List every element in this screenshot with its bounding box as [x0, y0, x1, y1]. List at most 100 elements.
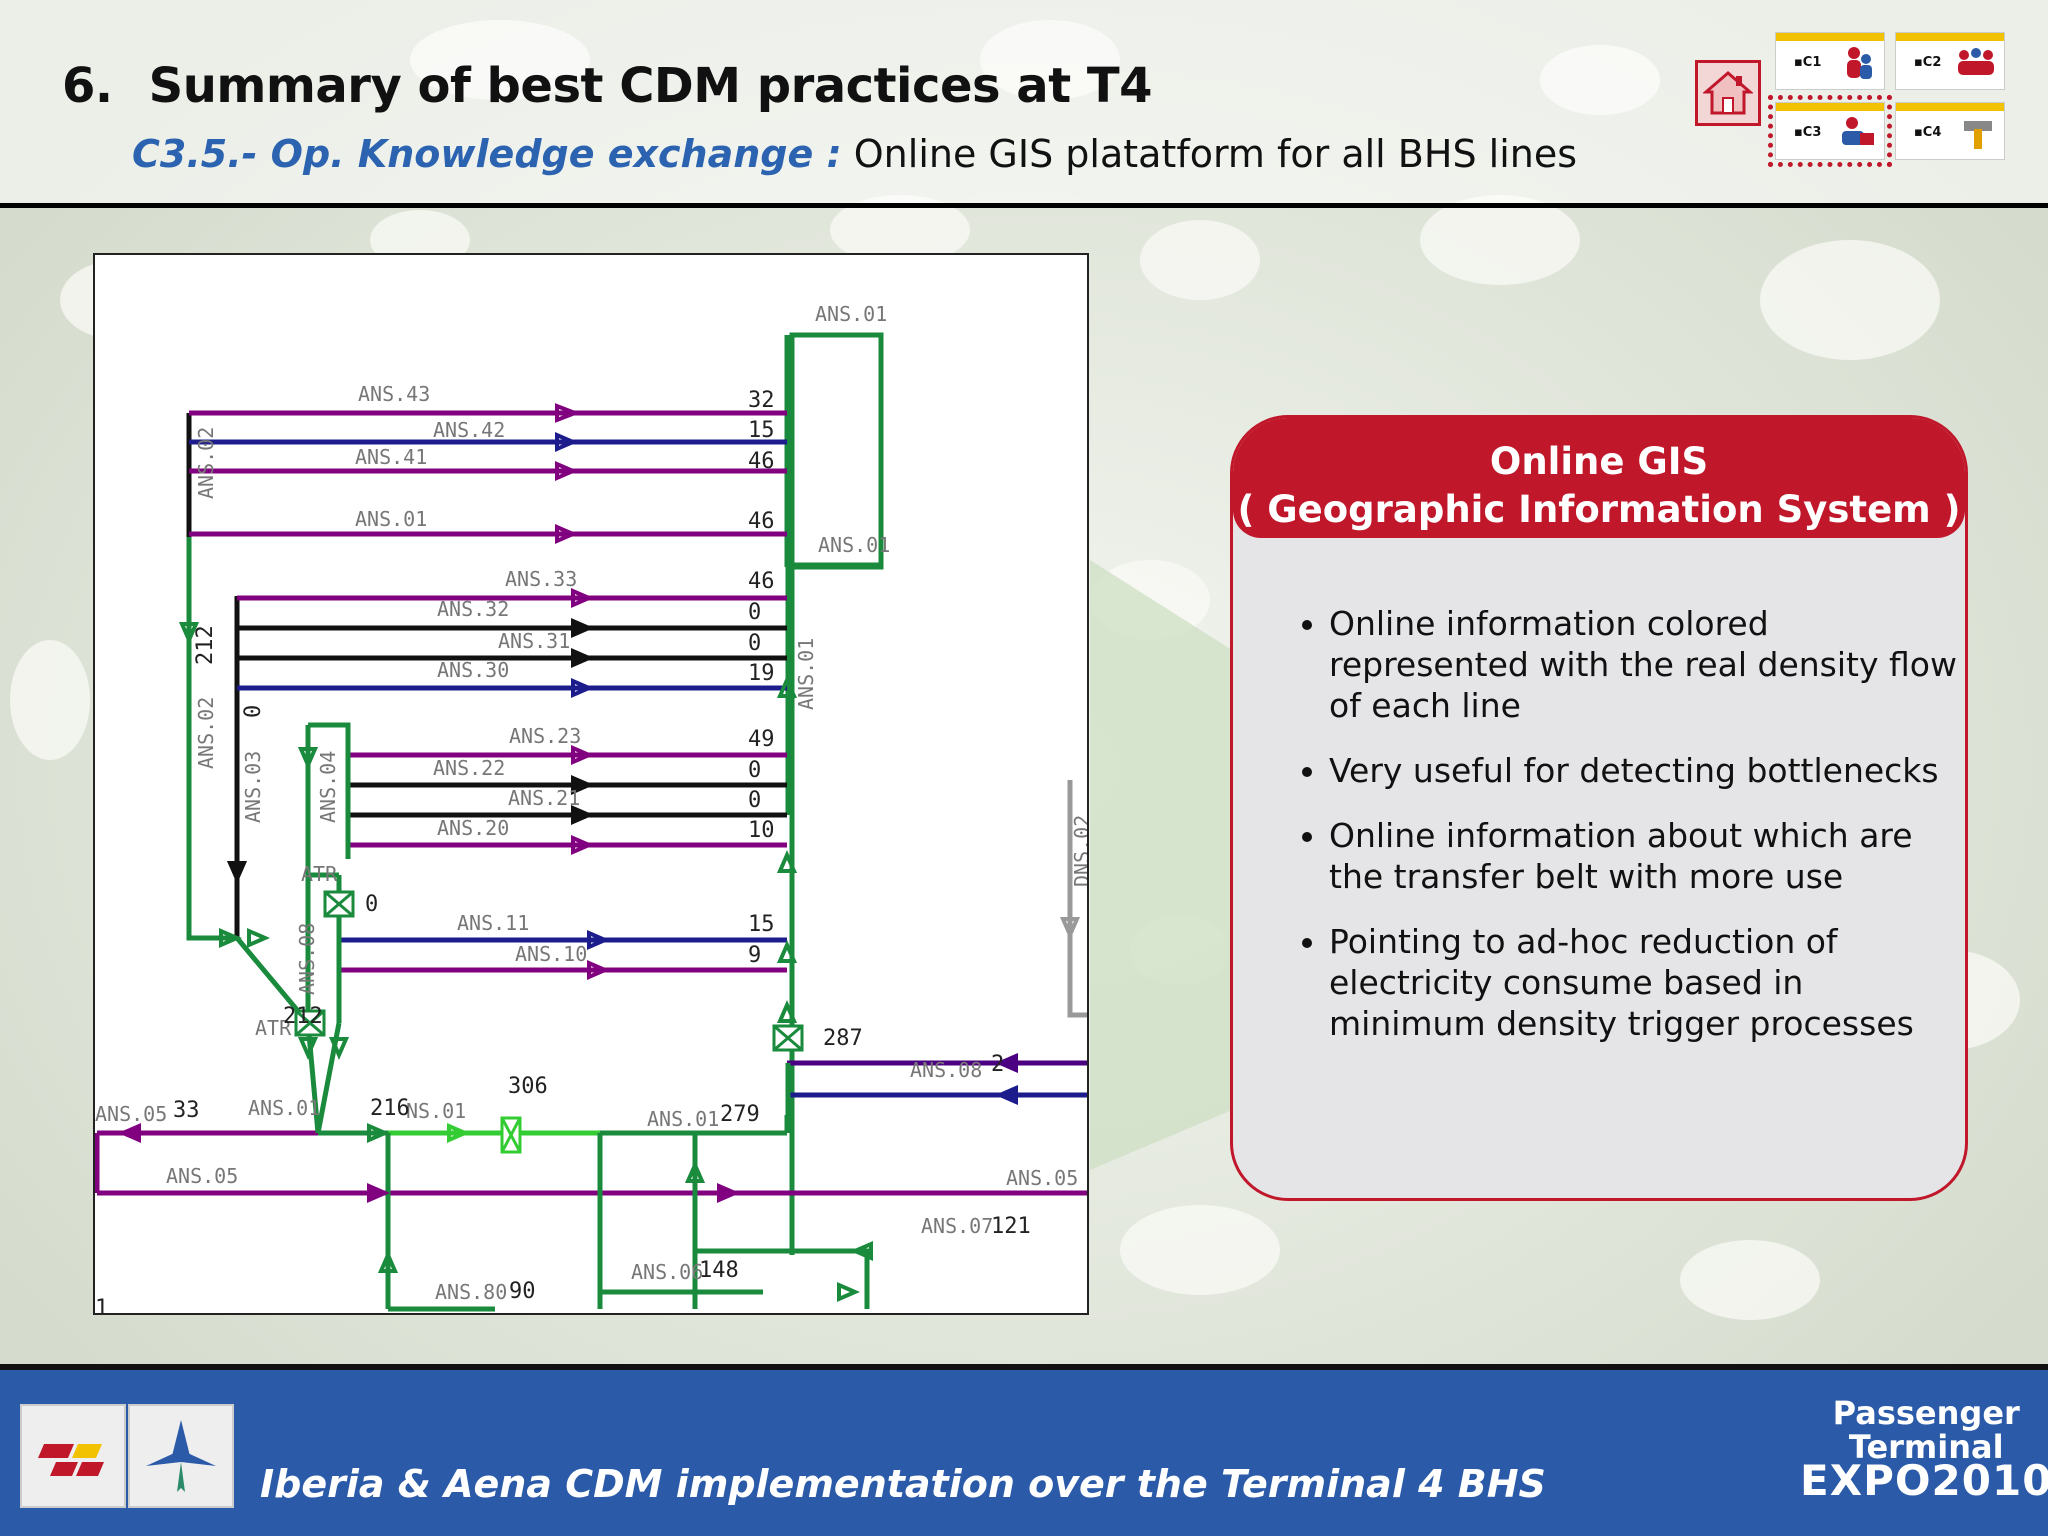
- label-ans20: ANS.20: [437, 816, 509, 840]
- count-212: 212: [193, 625, 218, 665]
- page-title: 6. Summary of best CDM practices at T4: [62, 58, 1152, 114]
- callout-title-line1: Online GIS: [1489, 440, 1709, 483]
- count-2: 2: [991, 1052, 1004, 1077]
- expo-line3: EXPO2010: [1800, 1456, 2048, 1505]
- count-212b: 212: [283, 1004, 323, 1029]
- bullet-item: Pointing to ad-hoc reduction of electric…: [1329, 921, 1965, 1044]
- count-148: 148: [699, 1258, 739, 1283]
- label-ans23: ANS.23: [509, 724, 581, 748]
- count-121: 121: [991, 1214, 1031, 1239]
- label-ans11: ANS.11: [457, 911, 529, 935]
- section-number: 6.: [62, 58, 113, 114]
- count-46a: 46: [748, 449, 775, 474]
- nav-c2[interactable]: ▪C2: [1895, 32, 2005, 90]
- label-ans01-m3: ANS.01: [647, 1107, 719, 1131]
- label-atr1: ATR: [301, 862, 338, 886]
- aena-logo: [128, 1404, 234, 1508]
- gis-diagram: ANS.01 ANS.43 ANS.42 ANS.41 ANS.01 ANS.0…: [93, 253, 1089, 1315]
- count-15b: 15: [748, 912, 775, 937]
- nav-label: ▪C4: [1914, 125, 1942, 140]
- nav-label: ▪C2: [1914, 55, 1942, 70]
- label-ans01-m2: NS.01: [406, 1099, 466, 1123]
- count-0a: 0: [748, 600, 761, 625]
- count-0d: 0: [748, 788, 761, 813]
- bullet-item: Very useful for detecting bottlenecks: [1329, 750, 1965, 791]
- people-icon: [1847, 47, 1872, 79]
- page-subtitle: C3.5.- Op. Knowledge exchange : Online G…: [132, 132, 1577, 176]
- label-ans42: ANS.42: [433, 418, 505, 442]
- nav-strip: [1776, 103, 1884, 111]
- label-ans01-v: ANS.01: [794, 638, 818, 710]
- count-33: 33: [173, 1098, 200, 1123]
- footer-caption: Iberia & Aena CDM implementation over th…: [260, 1462, 1546, 1506]
- count-46b: 46: [748, 509, 775, 534]
- label-ans05-r: ANS.05: [1006, 1166, 1078, 1190]
- nav-strip: [1776, 33, 1884, 41]
- nav-label: ▪C3: [1794, 125, 1822, 140]
- label-ans41: ANS.41: [355, 445, 427, 469]
- home-button[interactable]: [1695, 60, 1761, 126]
- expo-logo: Passenger Terminal EXPO2010: [1800, 1394, 2048, 1505]
- count-32: 32: [748, 388, 775, 413]
- iberia-logo-icon: [38, 1444, 104, 1476]
- home-icon: [1703, 71, 1753, 115]
- nav-label: ▪C1: [1794, 55, 1822, 70]
- bullet-item: Online information about which are the t…: [1329, 815, 1965, 897]
- callout-bullets: Online information colored represented w…: [1293, 603, 1965, 1068]
- map-lines: ANS.01 ANS.43 ANS.42 ANS.41 ANS.01 ANS.0…: [95, 302, 1087, 1313]
- label-ans02-v2: ANS.02: [194, 697, 218, 769]
- count-49: 49: [748, 727, 775, 752]
- count-287: 287: [823, 1026, 863, 1051]
- label-ans33: ANS.33: [505, 567, 577, 591]
- label-ans10: ANS.10: [515, 942, 587, 966]
- expo-line2: Terminal: [1848, 1428, 2004, 1466]
- count-306: 306: [508, 1074, 548, 1099]
- label-ans08-v: ANS.08: [295, 923, 319, 995]
- label-ans43: ANS.43: [358, 382, 430, 406]
- nav-strip: [1896, 33, 2004, 41]
- label-ans30: ANS.30: [437, 658, 509, 682]
- count-279: 279: [720, 1102, 760, 1127]
- label-ans01-m: ANS.01: [248, 1096, 320, 1120]
- label-ans08-r: ANS.08: [910, 1058, 982, 1082]
- label-ans01-b: ANS.01: [355, 507, 427, 531]
- label-ans32: ANS.32: [437, 597, 509, 621]
- group-icon: [1958, 48, 1994, 75]
- label-ans04-v: ANS.04: [316, 751, 340, 823]
- label-atr2: ATR: [255, 1016, 292, 1040]
- section-nav: ▪C1 ▪C2 ▪C3 ▪C4: [1768, 32, 2015, 170]
- callout-title-line2: ( Geographic Information System ): [1237, 488, 1961, 531]
- tools-icon: [1964, 121, 1992, 149]
- count-90: 90: [509, 1279, 536, 1304]
- label-ans06: ANS.06: [631, 1260, 703, 1284]
- iberia-logo: [20, 1404, 126, 1508]
- count-19: 19: [748, 661, 775, 686]
- label-ans21: ANS.21: [508, 786, 580, 810]
- subtitle-label: C3.5.- Op. Knowledge exchange :: [132, 132, 842, 176]
- subtitle-text: Online GIS platatform for all BHS lines: [841, 132, 1578, 176]
- label-ans22: ANS.22: [433, 756, 505, 780]
- label-ans80: ANS.80: [435, 1280, 507, 1304]
- header-divider: [0, 203, 2048, 208]
- label-ans03-v: ANS.03: [241, 751, 265, 823]
- gis-callout: Online GIS ( Geographic Information Syst…: [1230, 415, 1968, 1201]
- count-9: 9: [748, 943, 761, 968]
- count-10: 10: [748, 818, 775, 843]
- count-0-atr: 0: [365, 892, 378, 917]
- label-ans07: ANS.07: [921, 1214, 993, 1238]
- worker-icon: [1842, 117, 1874, 145]
- label-ans02-v: ANS.02: [194, 427, 218, 499]
- label-ans31: ANS.31: [498, 629, 570, 653]
- count-0b: 0: [748, 631, 761, 656]
- label-ans01-r: ANS.01: [818, 533, 890, 557]
- label-ans05-b: ANS.05: [166, 1164, 238, 1188]
- nav-c3[interactable]: ▪C3: [1768, 95, 1892, 167]
- footer-bar: [0, 1364, 2048, 1536]
- nav-c4[interactable]: ▪C4: [1895, 102, 2005, 160]
- footer-divider: [0, 1364, 2048, 1370]
- callout-title: Online GIS ( Geographic Information Syst…: [1233, 418, 1965, 538]
- nav-c1[interactable]: ▪C1: [1775, 32, 1885, 90]
- label-ans05-l: ANS.05: [95, 1102, 167, 1126]
- expo-line1: Passenger: [1832, 1394, 2020, 1432]
- title-text: Summary of best CDM practices at T4: [148, 58, 1153, 114]
